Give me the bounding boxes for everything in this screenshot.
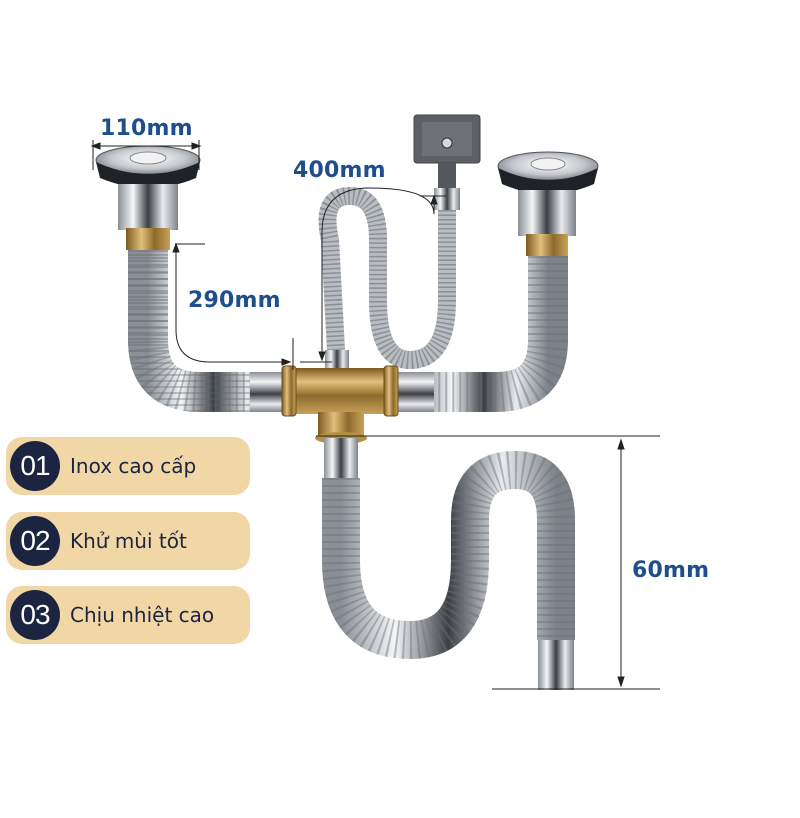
branch-pipe-length-label: 290mm: [188, 288, 281, 313]
feature-item-1: 01 Inox cao cấp: [6, 437, 250, 495]
feature-number-badge: 03: [10, 590, 60, 640]
right-flex-pipe: [394, 256, 568, 412]
brass-tee-connector: [281, 365, 399, 444]
trap-height-label: 60mm: [632, 558, 710, 583]
feature-label: Inox cao cấp: [70, 454, 197, 478]
dimension-lines: [90, 140, 660, 690]
overflow-hose-length-label: 400mm: [293, 158, 386, 183]
overflow-outlet: [318, 114, 481, 372]
feature-number-badge: 01: [10, 441, 60, 491]
strainer-diameter-label: 110mm: [100, 116, 193, 141]
feature-label: Khử mùi tốt: [70, 529, 187, 553]
feature-item-3: 03 Chịu nhiệt cao: [6, 586, 250, 644]
right-strainer: [497, 151, 599, 256]
feature-label: Chịu nhiệt cao: [70, 603, 215, 627]
feature-item-2: 02 Khử mùi tốt: [6, 512, 250, 570]
left-flex-pipe: [128, 250, 290, 412]
bottom-trap-pipe: [322, 438, 575, 690]
left-strainer: [95, 145, 201, 250]
feature-number-badge: 02: [10, 516, 60, 566]
